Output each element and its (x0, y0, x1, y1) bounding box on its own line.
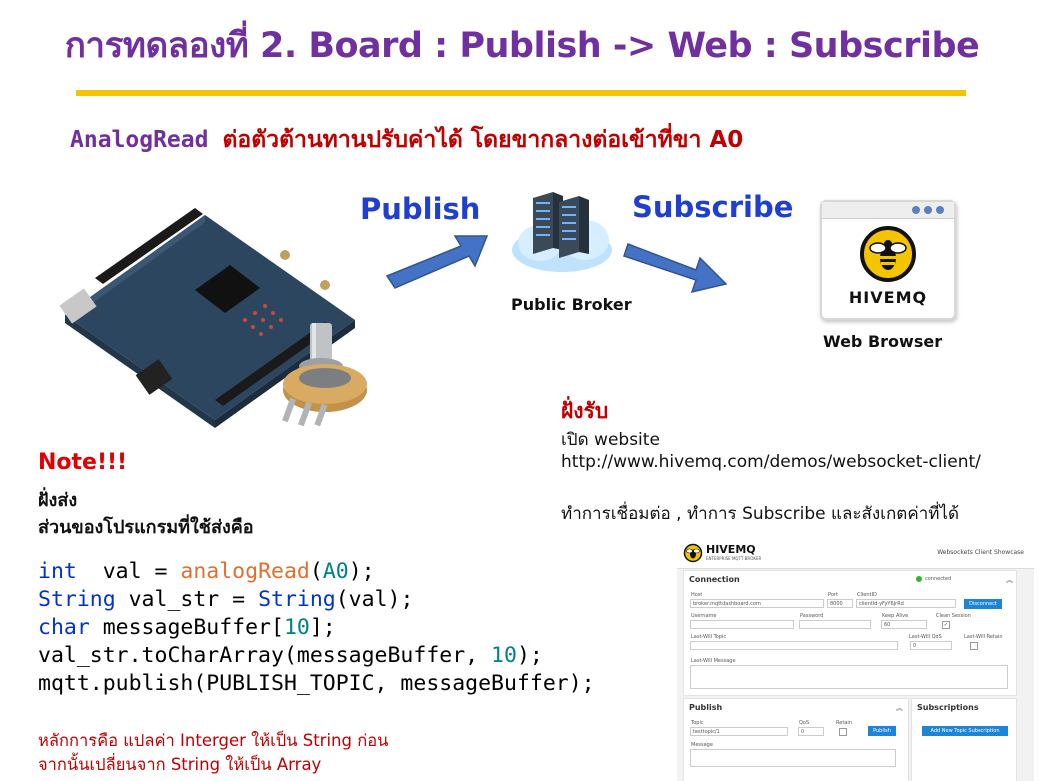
code-line: val_str.toCharArray(messageBuffer, 10); (38, 643, 543, 668)
lw-message-input[interactable] (690, 665, 1008, 689)
slide-subtitle: AnalogRead ต่อตัวต้านทานปรับค่าได้ โดยขาก… (70, 122, 743, 158)
publish-collapse-icon[interactable]: ︽ (896, 704, 903, 712)
lw-qos-select[interactable]: 0 (910, 641, 952, 650)
publish-panel: Publish ︽ Topic testtopic/1 QoS 0 Retain… (683, 698, 909, 781)
lw-retain-label: Last-Will Retain (964, 634, 1003, 640)
username-label: Username (691, 613, 717, 619)
qos-label: QoS (799, 720, 810, 726)
browser-label: Web Browser (823, 332, 943, 351)
add-subscription-button[interactable]: Add New Topic Subscription (922, 726, 1008, 736)
note-program-label: ส่วนของโปรแกรมที่ใช้ส่งคือ (38, 517, 254, 538)
hivemq-header: HIVEMQ ENTERPRISE MQTT BROKER Websockets… (677, 538, 1034, 569)
receiver-url: http://www.hivemq.com/demos/websocket-cl… (561, 452, 981, 472)
title-underline (76, 90, 966, 96)
lw-topic-label: Last-Will Topic (691, 634, 727, 640)
topic-input[interactable]: testtopic/1 (690, 727, 788, 736)
keepalive-input[interactable]: 60 (881, 620, 927, 629)
broker-label: Public Broker (511, 295, 632, 314)
note-heading: Note!!! (38, 450, 128, 475)
subscribe-label: Subscribe (632, 190, 794, 224)
connection-panel: Connection connected ︽ Host broker.mqttd… (683, 570, 1017, 696)
retain-checkbox[interactable] (839, 728, 847, 736)
clientid-label: ClientID (857, 592, 877, 598)
subscriptions-panel: Subscriptions Add New Topic Subscription (911, 698, 1017, 781)
message-label: Message (691, 742, 713, 748)
hivemq-client-screenshot: HIVEMQ ENTERPRISE MQTT BROKER Websockets… (677, 538, 1034, 781)
collapse-icon[interactable]: ︽ (1006, 576, 1013, 584)
connection-title: Connection (689, 575, 740, 584)
subtitle-code: AnalogRead (70, 127, 209, 153)
publish-button[interactable]: Publish (868, 726, 896, 736)
password-label: Password (800, 613, 824, 619)
port-input[interactable]: 8000 (827, 599, 853, 608)
lw-retain-checkbox[interactable] (970, 642, 978, 650)
retain-label: Retain (836, 720, 852, 726)
subscriptions-title: Subscriptions (917, 703, 979, 712)
publish-label: Publish (360, 192, 481, 226)
subtitle-description: ต่อตัวต้านทานปรับค่าได้ โดยขากลางต่อเข้า… (222, 127, 744, 153)
receiver-instructions: ทำการเชื่อมต่อ , ทำการ Subscribe และสังเ… (561, 504, 960, 524)
message-input[interactable] (690, 749, 896, 767)
clean-session-label: Clean Session (936, 613, 971, 619)
note-sender-label: ฝั่งส่ง (38, 490, 78, 511)
lw-message-label: Last-Will Message (691, 658, 736, 664)
qos-select[interactable]: 0 (798, 727, 824, 736)
host-label: Host (691, 592, 703, 598)
code-line: char messageBuffer[10]; (38, 615, 336, 640)
hivemq-header-title: Websockets Client Showcase (937, 549, 1024, 556)
username-input[interactable] (690, 620, 794, 629)
broker-server-icon (512, 192, 612, 272)
arduino-board-image (59, 208, 355, 428)
browser-window-icon: HIVEMQ (820, 200, 956, 320)
hivemq-logo-text: HIVEMQ (706, 543, 756, 556)
disconnect-button[interactable]: Disconnect (964, 599, 1002, 609)
keepalive-label: Keep Alive (882, 613, 909, 619)
code-line: mqtt.publish(PUBLISH_TOPIC, messageBuffe… (38, 671, 595, 696)
clientid-input[interactable]: clientId-yFyY6JrRd (856, 599, 956, 608)
topic-label: Topic (691, 720, 704, 726)
potentiometer-image (282, 323, 367, 427)
hivemq-logo-icon (683, 543, 703, 563)
code-block: int val = analogRead(A0); String val_str … (38, 558, 595, 698)
footer-line-2: จากนั้นเปลี่ยนจาก String ให้เป็น Array (38, 755, 322, 774)
password-input[interactable] (799, 620, 871, 629)
browser-logo-text: HIVEMQ (848, 288, 928, 307)
lw-qos-label: Last-Will QoS (909, 634, 942, 640)
slide-title: การทดลองที่ 2. Board : Publish -> Web : … (64, 26, 980, 66)
connection-status: connected (925, 576, 952, 582)
port-label: Port (828, 592, 838, 598)
code-line: int val = analogRead(A0); (38, 559, 375, 584)
clean-session-checkbox[interactable]: ✓ (942, 621, 950, 629)
subscribe-arrow-icon (623, 243, 728, 294)
publish-title: Publish (689, 703, 723, 712)
receiver-line-open: เปิด website (561, 430, 660, 450)
hivemq-bee-icon (860, 226, 916, 282)
hivemq-logo-sub: ENTERPRISE MQTT BROKER (706, 556, 762, 561)
publish-arrow-icon (385, 235, 489, 289)
lw-topic-input[interactable] (690, 641, 898, 650)
code-line: String val_str = String(val); (38, 587, 414, 612)
receiver-heading: ฝั่งรับ (561, 399, 609, 423)
status-dot-icon (916, 576, 922, 582)
host-input[interactable]: broker.mqttdashboard.com (690, 599, 824, 608)
footer-line-1: หลักการคือ แปลค่า Interger ให้เป็น Strin… (38, 731, 389, 750)
